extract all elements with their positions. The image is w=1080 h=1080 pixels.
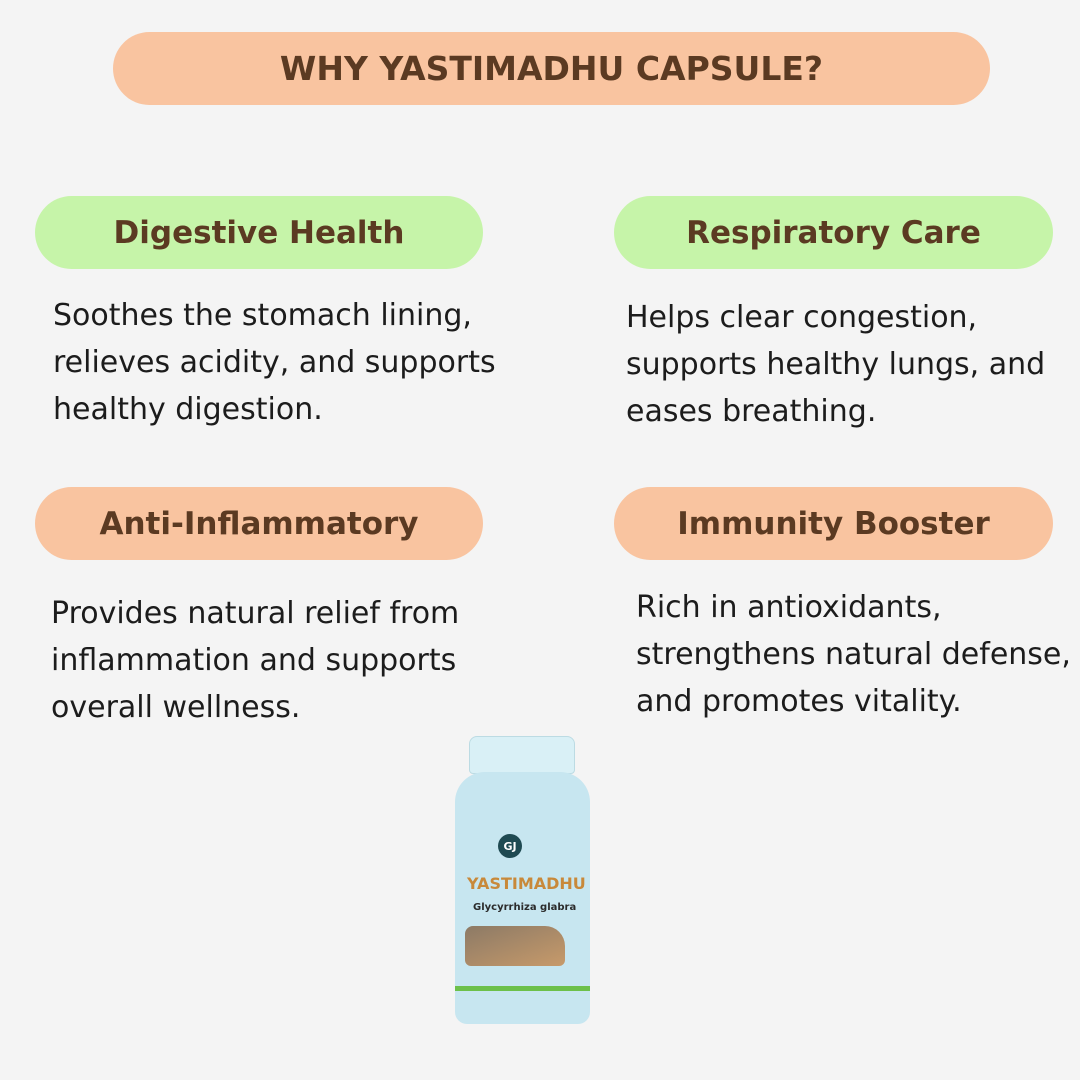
text-digestive-health: Soothes the stomach lining, relieves aci…	[53, 298, 496, 427]
text-anti-inflammatory: Provides natural relief from inflammatio…	[51, 596, 460, 725]
bottle-body	[455, 772, 590, 1024]
heading-anti-inflammatory: Anti-Inflammatory	[35, 487, 483, 560]
label-stripe	[455, 986, 590, 991]
bottle-cap	[469, 736, 575, 774]
heading-respiratory-care: Respiratory Care	[614, 196, 1053, 269]
product-name: YASTIMADHU	[467, 874, 586, 893]
licorice-root-image	[465, 926, 565, 966]
product-bottle-image: GJ YASTIMADHU Glycyrrhiza glabra	[455, 736, 590, 1024]
product-botanical-name: Glycyrrhiza glabra	[473, 902, 577, 913]
page-title: WHY YASTIMADHU CAPSULE?	[113, 32, 990, 105]
text-respiratory-care: Helps clear congestion, supports healthy…	[626, 300, 1046, 429]
heading-immunity-booster: Immunity Booster	[614, 487, 1053, 560]
text-immunity-booster: Rich in antioxidants, strengthens natura…	[636, 590, 1071, 719]
heading-digestive-health: Digestive Health	[35, 196, 483, 269]
brand-logo: GJ	[498, 834, 522, 858]
